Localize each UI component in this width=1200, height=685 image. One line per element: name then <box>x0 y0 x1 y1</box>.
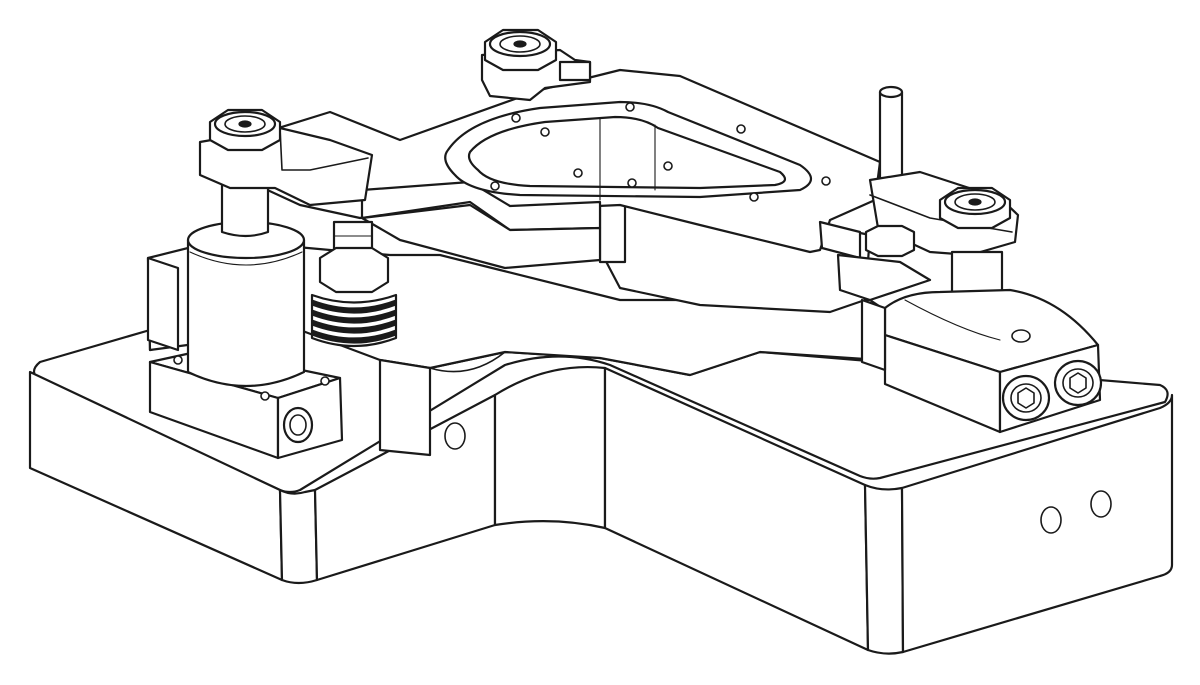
left-mount-hole-3 <box>260 391 270 401</box>
plate-lower-front <box>598 198 627 264</box>
left-side-fitting <box>282 406 314 444</box>
top-clamp-ring <box>499 35 541 53</box>
base-end-face <box>900 393 1174 654</box>
right-top-center <box>968 198 982 206</box>
platform-step-line <box>429 351 506 373</box>
platform-left-face <box>146 256 180 352</box>
left-cylinder <box>186 238 306 388</box>
right-top-ring <box>954 193 996 211</box>
centre-fitting <box>310 220 398 348</box>
base-hole-end-2 <box>1090 490 1112 518</box>
right-clamp <box>836 85 1103 434</box>
top-clamp-center <box>513 40 527 48</box>
base-hole-end-1 <box>1040 506 1062 534</box>
left-mount-hole-2 <box>320 376 330 386</box>
centre-fitting-hex <box>318 246 390 294</box>
top-clamp <box>480 28 592 102</box>
locating-pin <box>878 90 904 182</box>
left-side-fitting-inner <box>289 414 307 436</box>
pocket-wall-line <box>599 117 656 201</box>
base-left-corner <box>278 488 319 585</box>
plate-arm-face <box>360 203 602 270</box>
left-rod <box>220 178 270 238</box>
left-cylinder-band <box>189 251 303 266</box>
left-mount-hole-1 <box>173 355 183 365</box>
frame-plate <box>248 68 882 314</box>
top-clamp-tab <box>558 60 592 82</box>
socket-screw-1 <box>1001 374 1051 422</box>
platform-front-face <box>378 358 432 457</box>
left-clamp-arm-edge <box>279 127 369 171</box>
socket-screw-2 <box>1053 359 1103 407</box>
locating-pin-top <box>878 85 904 99</box>
base-notch-face <box>493 366 607 530</box>
plate-holes <box>490 102 831 202</box>
right-mount-groove <box>904 299 1001 341</box>
base-right-corner <box>863 483 905 655</box>
right-support <box>860 298 887 372</box>
left-top-nut-ring <box>224 115 266 133</box>
base-hole-front <box>444 422 466 450</box>
left-clamp <box>148 108 374 460</box>
left-top-nut-center <box>238 120 252 128</box>
right-mount-hole <box>1011 329 1031 343</box>
centre-fitting-threads <box>311 299 397 344</box>
right-arm-nut <box>864 224 916 258</box>
right-arm-link <box>836 253 932 302</box>
